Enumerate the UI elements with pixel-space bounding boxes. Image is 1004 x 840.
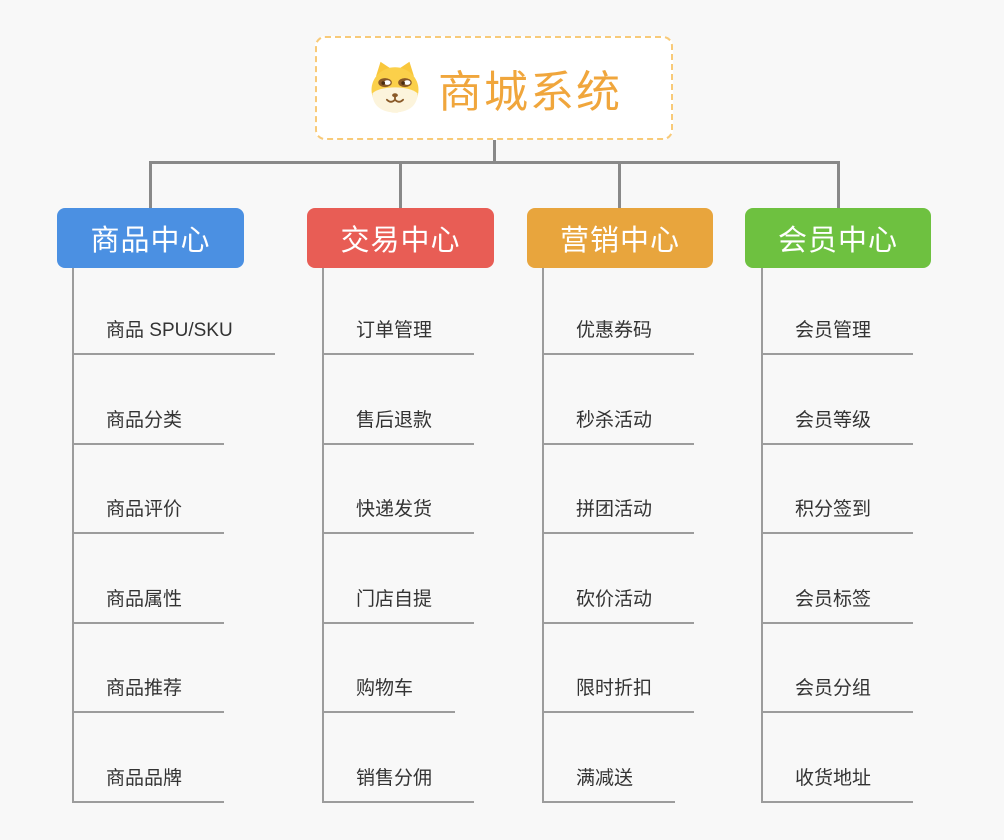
child-node[interactable]: 购物车 (322, 673, 456, 713)
child-node[interactable]: 商品品牌 (72, 763, 225, 803)
column-spine-line-4 (761, 268, 763, 803)
branch-stem-line-1 (149, 161, 152, 209)
child-node[interactable]: 会员分组 (761, 673, 914, 713)
child-node[interactable]: 会员管理 (761, 315, 914, 355)
branch-node-marketing-center[interactable]: 营销中心 (527, 208, 713, 268)
branch-node-product-center[interactable]: 商品中心 (57, 208, 244, 268)
column-spine-line-2 (322, 268, 324, 803)
child-node[interactable]: 门店自提 (322, 584, 475, 624)
child-node[interactable]: 会员标签 (761, 584, 914, 624)
branch-stem-line-3 (618, 161, 621, 209)
child-node[interactable]: 商品属性 (72, 584, 225, 624)
child-node[interactable]: 销售分佣 (322, 763, 475, 803)
child-node[interactable]: 限时折扣 (542, 673, 695, 713)
child-node[interactable]: 满减送 (542, 763, 676, 803)
child-node[interactable]: 收货地址 (761, 763, 914, 803)
column-spine-line-3 (542, 268, 544, 803)
child-node[interactable]: 快递发货 (322, 494, 475, 534)
root-stem-line (493, 139, 496, 163)
child-node[interactable]: 砍价活动 (542, 584, 695, 624)
branch-node-member-center[interactable]: 会员中心 (745, 208, 931, 268)
branch-label: 营销中心 (559, 225, 680, 257)
column-spine-line-1 (72, 268, 74, 803)
child-node[interactable]: 商品分类 (72, 405, 225, 445)
child-node[interactable]: 拼团活动 (542, 494, 695, 534)
child-node[interactable]: 积分签到 (761, 494, 914, 534)
child-node[interactable]: 订单管理 (322, 315, 475, 355)
child-node[interactable]: 秒杀活动 (542, 405, 695, 445)
child-node[interactable]: 商品 SPU/SKU (72, 315, 275, 355)
branch-stem-line-4 (837, 161, 840, 209)
branch-rail-line (149, 161, 840, 164)
child-node[interactable]: 优惠券码 (542, 315, 695, 355)
branch-node-trade-center[interactable]: 交易中心 (307, 208, 494, 268)
shiba-dog-icon (371, 61, 419, 113)
branch-stem-line-2 (399, 161, 402, 209)
child-node[interactable]: 商品评价 (72, 494, 225, 534)
branch-label: 商品中心 (90, 225, 211, 257)
root-node[interactable]: 商城系统 (315, 36, 673, 140)
child-node[interactable]: 售后退款 (322, 405, 475, 445)
branch-label: 会员中心 (777, 225, 898, 257)
child-node[interactable]: 商品推荐 (72, 673, 225, 713)
child-node[interactable]: 会员等级 (761, 405, 914, 445)
branch-label: 交易中心 (340, 225, 461, 257)
root-node-title: 商城系统 (438, 68, 622, 117)
